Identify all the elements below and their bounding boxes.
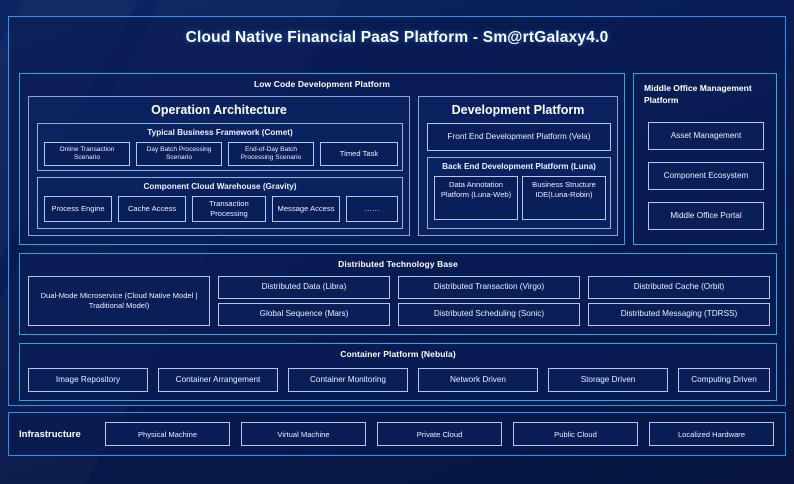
chip-data-annotation-platform[interactable]: Data Annotation Platform (Luna-Web) (434, 176, 518, 220)
chip-front-end-development-platform[interactable]: Front End Development Platform (Vela) (427, 123, 611, 151)
chip-more-components[interactable]: …… (346, 196, 398, 222)
chip-end-of-day-batch-processing-scenario[interactable]: End-of-Day Batch Processing Scenario (228, 142, 314, 166)
chip-global-sequence[interactable]: Global Sequence (Mars) (218, 303, 390, 326)
chip-image-repository[interactable]: Image Repository (28, 368, 148, 392)
chip-transaction-processing[interactable]: Transaction Processing (192, 196, 266, 222)
page-title: Cloud Native Financial PaaS Platform - S… (185, 29, 609, 46)
chip-distributed-data[interactable]: Distributed Data (Libra) (218, 276, 390, 299)
chip-distributed-cache[interactable]: Distributed Cache (Orbit) (588, 276, 770, 299)
operation-architecture-title: Operation Architecture (151, 103, 287, 117)
low-code-title: Low Code Development Platform (253, 79, 391, 89)
chip-dual-mode-microservice[interactable]: Dual-Mode Microservice (Cloud Native Mod… (28, 276, 210, 326)
chip-cache-access[interactable]: Cache Access (118, 196, 186, 222)
chip-distributed-scheduling[interactable]: Distributed Scheduling (Sonic) (398, 303, 580, 326)
section-infrastructure: Infrastructure Physical Machine Virtual … (8, 412, 786, 456)
distributed-technology-base-title: Distributed Technology Base (338, 259, 458, 269)
chip-distributed-messaging[interactable]: Distributed Messaging (TDRSS) (588, 303, 770, 326)
chip-timed-task[interactable]: Timed Task (320, 142, 398, 166)
group-component-cloud-warehouse: Component Cloud Warehouse (Gravity) Proc… (37, 177, 403, 229)
chip-network-driven[interactable]: Network Driven (418, 368, 538, 392)
chip-business-structure-ide[interactable]: Business Structure IDE(Luna-Robin) (522, 176, 606, 220)
chip-distributed-transaction[interactable]: Distributed Transaction (Virgo) (398, 276, 580, 299)
main-diagram-frame: Cloud Native Financial PaaS Platform - S… (8, 16, 786, 406)
section-middle-office-management-platform: Middle Office Management Platform Asset … (633, 73, 777, 245)
middle-office-title: Middle Office Management Platform (644, 83, 752, 106)
chip-component-ecosystem[interactable]: Component Ecosystem (648, 162, 764, 190)
chip-container-arrangement[interactable]: Container Arrangement (158, 368, 278, 392)
infrastructure-label: Infrastructure (19, 428, 81, 440)
chip-process-engine[interactable]: Process Engine (44, 196, 112, 222)
chip-message-access[interactable]: Message Access (272, 196, 340, 222)
component-cloud-warehouse-title: Component Cloud Warehouse (Gravity) (143, 182, 297, 191)
panel-operation-architecture: Operation Architecture Typical Business … (28, 96, 410, 236)
development-platform-title: Development Platform (451, 103, 585, 117)
section-low-code-development-platform: Low Code Development Platform Operation … (19, 73, 625, 245)
container-platform-title: Container Platform (Nebula) (340, 349, 456, 359)
chip-storage-driven[interactable]: Storage Driven (548, 368, 668, 392)
panel-development-platform: Development Platform Front End Developme… (418, 96, 618, 236)
chip-day-batch-processing-scenario[interactable]: Day Batch Processing Scenario (136, 142, 222, 166)
section-distributed-technology-base: Distributed Technology Base Dual-Mode Mi… (19, 253, 777, 335)
chip-localized-hardware[interactable]: Localized Hardware (649, 422, 774, 446)
chip-virtual-machine[interactable]: Virtual Machine (241, 422, 366, 446)
chip-asset-management[interactable]: Asset Management (648, 122, 764, 150)
back-end-development-platform-title: Back End Development Platform (Luna) (442, 162, 596, 171)
group-back-end-development-platform: Back End Development Platform (Luna) Dat… (427, 157, 611, 229)
typical-business-framework-title: Typical Business Framework (Comet) (147, 128, 293, 137)
group-typical-business-framework: Typical Business Framework (Comet) Onlin… (37, 123, 403, 171)
chip-physical-machine[interactable]: Physical Machine (105, 422, 230, 446)
section-container-platform: Container Platform (Nebula) Image Reposi… (19, 343, 777, 401)
chip-private-cloud[interactable]: Private Cloud (377, 422, 502, 446)
chip-container-monitoring[interactable]: Container Monitoring (288, 368, 408, 392)
chip-computing-driven[interactable]: Computing Driven (678, 368, 770, 392)
chip-online-transaction-scenario[interactable]: Online Transaction Scenario (44, 142, 130, 166)
chip-public-cloud[interactable]: Public Cloud (513, 422, 638, 446)
chip-middle-office-portal[interactable]: Middle Office Portal (648, 202, 764, 230)
